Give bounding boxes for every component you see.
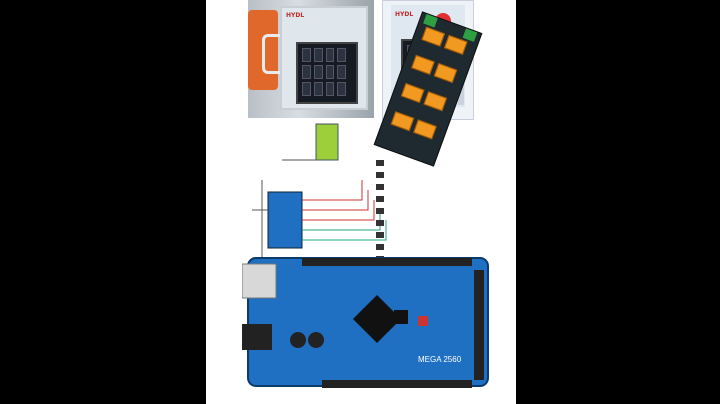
lcd-display-icon (315, 123, 339, 161)
control-box: HYDL (280, 6, 368, 110)
handle-icon (262, 34, 283, 74)
indicator-grid (302, 48, 346, 96)
arduino-mega-board: MEGA 2560 (242, 257, 489, 388)
enclosure-photo-left: HYDL (248, 0, 374, 118)
image-panel: HYDL HYDL (206, 0, 516, 404)
display-screen (296, 42, 358, 104)
brand-label: HYDL (395, 11, 414, 18)
board-model-label: MEGA 2560 (418, 355, 462, 364)
brand-label: HYDL (286, 12, 305, 19)
arduino-board-icon (267, 191, 303, 249)
